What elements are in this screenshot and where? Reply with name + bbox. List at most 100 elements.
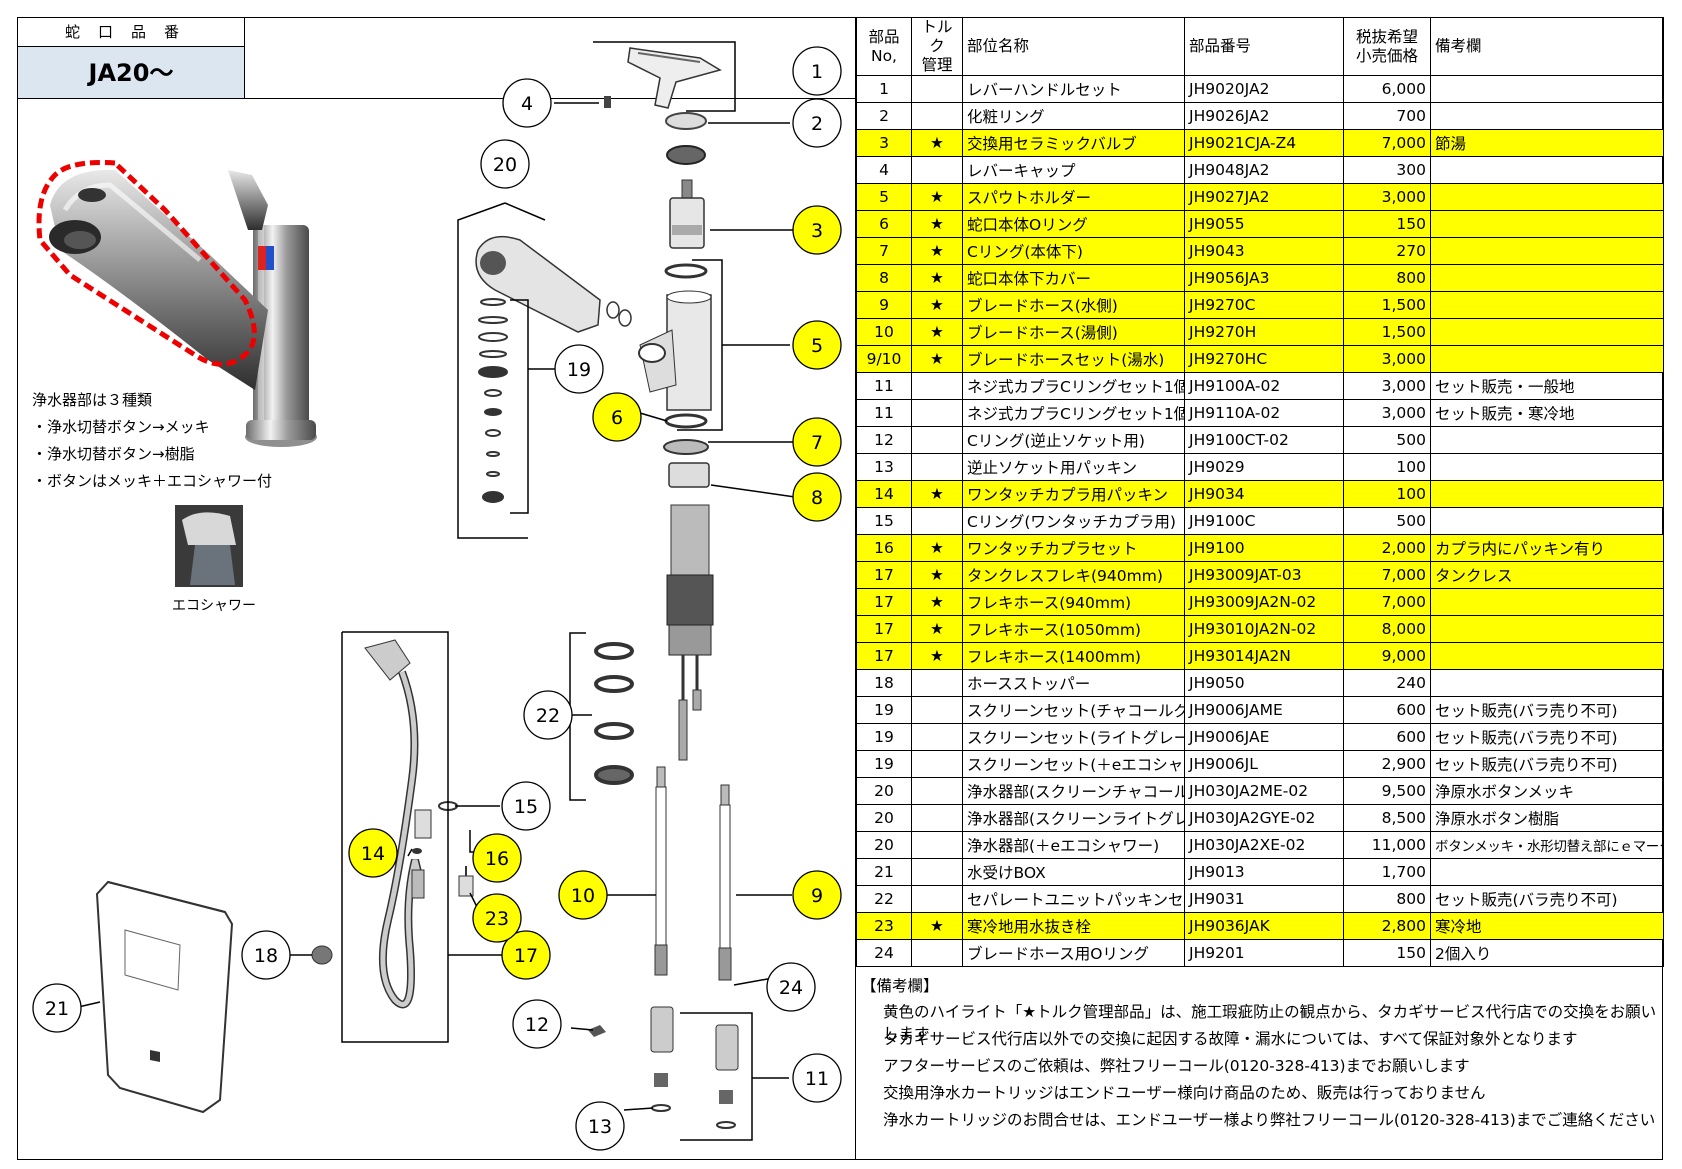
cell-price: 7,000: [1343, 561, 1431, 589]
cell-part-no: 17: [856, 642, 912, 670]
cell-remarks: [1430, 75, 1664, 103]
part-spout-holder: [638, 290, 712, 411]
cell-name: ネジ式カプラCリングセット1個: [962, 399, 1185, 427]
cell-remarks: セット販売(バラ売り不可): [1430, 723, 1664, 751]
part-hose-stopper: [311, 945, 333, 965]
header-rule: [17, 98, 856, 99]
part-braided-hoses: [654, 766, 732, 981]
cell-part-no: 19: [856, 750, 912, 778]
cell-part-number: JH9100: [1184, 534, 1344, 562]
cell-part-no: 11: [856, 372, 912, 400]
remarks-line-1: 黄色のハイライト「★トルク管理部品」は、施工瑕疵防止の観点から、タカギサービス代…: [883, 1003, 1657, 1043]
cell-name: 蛇口本体下カバー: [962, 264, 1185, 292]
svg-text:5: 5: [811, 335, 823, 357]
cell-part-no: 8: [856, 264, 912, 292]
note-line-2: ・浄水切替ボタン→メッキ: [32, 418, 210, 436]
cell-part-number: JH9021CJA-Z4: [1184, 129, 1344, 157]
cell-part-no: 19: [856, 696, 912, 724]
cell-torque: [911, 696, 963, 724]
cell-part-no: 22: [856, 885, 912, 913]
cell-part-no: 13: [856, 453, 912, 481]
cell-remarks: セット販売(バラ売り不可): [1430, 750, 1664, 778]
cell-part-number: JH9050: [1184, 669, 1344, 697]
cell-part-no: 19: [856, 723, 912, 751]
part-purifier-head: [475, 235, 632, 333]
cell-part-no: 17: [856, 561, 912, 589]
cell-remarks: 節湯: [1430, 129, 1664, 157]
svg-text:23: 23: [485, 908, 509, 930]
cell-part-number: JH93009JAT-03: [1184, 561, 1344, 589]
cell-part-number: JH9029: [1184, 453, 1344, 481]
table-row: 19スクリーンセット(チャコールグレー)JH9006JAME600セット販売(バ…: [856, 696, 1664, 724]
note-line-3: ・浄水切替ボタン→樹脂: [32, 445, 195, 463]
cell-remarks: カプラ内にパッキン有り: [1430, 534, 1664, 562]
callout-4: 4: [502, 78, 552, 128]
cell-part-no: 9/10: [856, 345, 912, 373]
cell-torque: [911, 831, 963, 859]
cell-torque: [911, 939, 963, 967]
cell-remarks: [1430, 102, 1664, 130]
cell-name: スパウトホルダー: [962, 183, 1185, 211]
cell-part-no: 6: [856, 210, 912, 238]
cell-torque: ★: [911, 588, 963, 616]
callout-13: 13: [575, 1101, 625, 1151]
cell-price: 800: [1343, 264, 1431, 292]
cell-remarks: [1430, 669, 1664, 697]
cell-part-number: JH9020JA2: [1184, 75, 1344, 103]
svg-text:11: 11: [805, 1068, 829, 1090]
cell-torque: ★: [911, 237, 963, 265]
cell-part-number: JH9110A-02: [1184, 399, 1344, 427]
svg-text:14: 14: [361, 843, 385, 865]
cell-price: 150: [1343, 939, 1431, 967]
header-price: 税抜希望 小売価格: [1343, 17, 1431, 76]
cell-part-no: 18: [856, 669, 912, 697]
model-box: 蛇口品番 JA20～: [17, 17, 245, 99]
cell-torque: ★: [911, 345, 963, 373]
svg-text:10: 10: [571, 885, 595, 907]
cell-name: 水受けBOX: [962, 858, 1185, 886]
cell-torque: [911, 804, 963, 832]
table-row: 22セパレートユニットパッキンセットJH9031800セット販売(バラ売り不可): [856, 885, 1664, 913]
cell-remarks: 浄原水ボタン樹脂: [1430, 804, 1664, 832]
cell-name: スクリーンセット(ライトグレー): [962, 723, 1185, 751]
part-screen-set: [478, 298, 508, 503]
note-line-4: ・ボタンはメッキ＋エコシャワー付: [32, 472, 272, 490]
cell-remarks: [1430, 480, 1664, 508]
cell-name: 逆止ソケット用パッキン: [962, 453, 1185, 481]
cell-part-number: JH9034: [1184, 480, 1344, 508]
svg-text:18: 18: [254, 945, 278, 967]
cell-remarks: [1430, 210, 1664, 238]
cell-price: 600: [1343, 696, 1431, 724]
svg-text:2: 2: [811, 113, 823, 135]
callout-12: 12: [512, 999, 562, 1049]
cell-price: 6,000: [1343, 75, 1431, 103]
callout-16: 16: [472, 833, 522, 883]
cell-torque: [911, 723, 963, 751]
cell-name: ホースストッパー: [962, 669, 1185, 697]
cell-name: ブレードホースセット(湯水): [962, 345, 1185, 373]
table-header: 部品 No, トルク 管理 部位名称 部品番号 税抜希望 小売価格 備考欄: [856, 17, 1664, 76]
cell-remarks: [1430, 858, 1664, 886]
cell-price: 1,500: [1343, 318, 1431, 346]
cell-torque: ★: [911, 210, 963, 238]
cell-torque: [911, 507, 963, 535]
cell-torque: ★: [911, 561, 963, 589]
cell-part-number: JH9055: [1184, 210, 1344, 238]
cell-torque: [911, 669, 963, 697]
cell-part-number: JH9006JL: [1184, 750, 1344, 778]
callout-18: 18: [241, 930, 291, 980]
cell-price: 300: [1343, 156, 1431, 184]
cell-part-no: 10: [856, 318, 912, 346]
header-torque: トルク 管理: [911, 17, 963, 76]
cell-name: フレキホース(1400mm): [962, 642, 1185, 670]
cell-torque: [911, 777, 963, 805]
